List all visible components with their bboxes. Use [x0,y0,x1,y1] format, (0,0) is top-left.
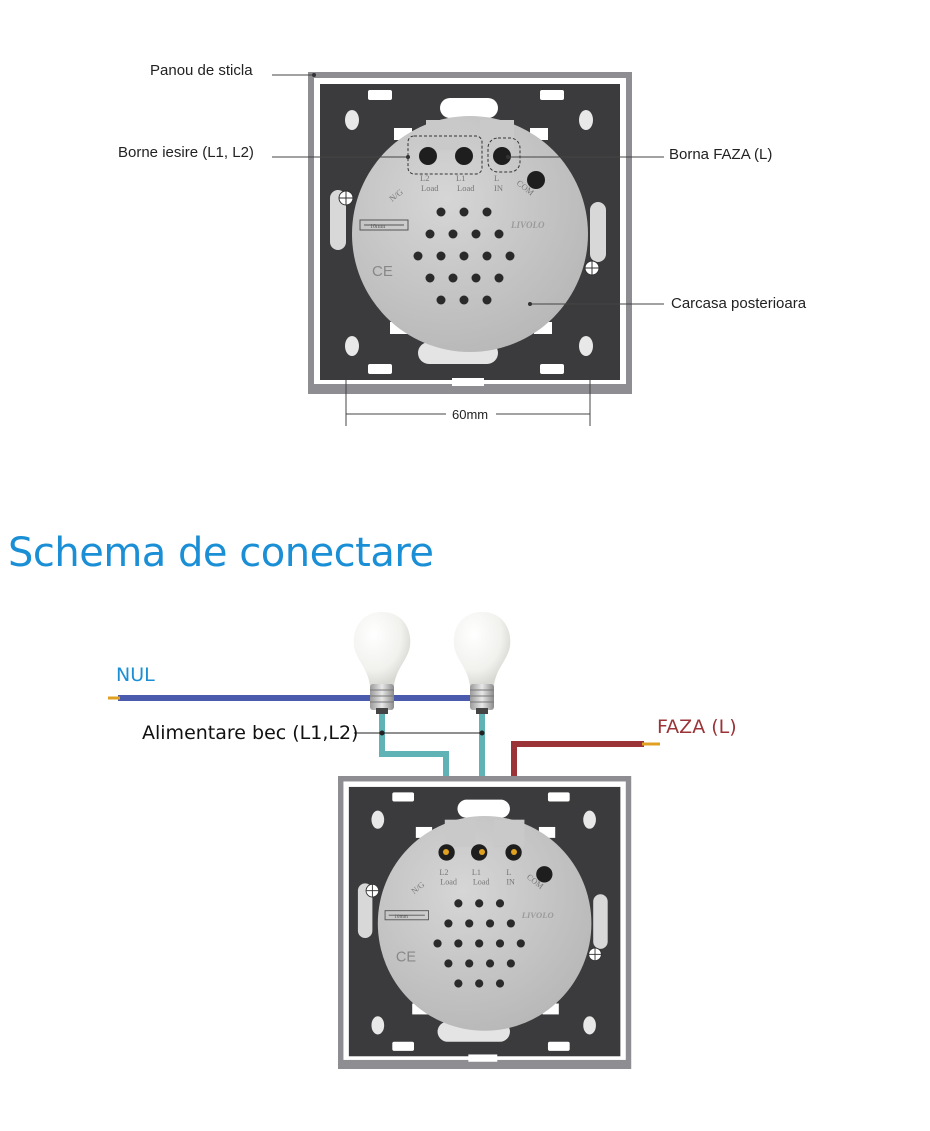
svg-text:LIVOLO: LIVOLO [521,910,554,920]
neutral-label: NUL [116,664,155,686]
svg-text:L1: L1 [456,173,465,183]
glass-panel-label: Panou de sticla [150,62,253,79]
svg-text:IN: IN [506,877,515,886]
svg-text:Load: Load [473,877,490,886]
svg-text:L2: L2 [439,868,448,877]
svg-text:IN: IN [494,183,503,193]
svg-text:Load: Load [421,183,439,193]
output-terminals-label: Borne iesire (L1, L2) [118,144,254,161]
svg-text:L1: L1 [472,868,481,877]
bulb-2 [453,612,511,714]
switch-back-top: L2 L1 L Load Load IN N/G COM LIVOLO CE 1… [307,71,633,395]
svg-text:L: L [494,173,499,183]
svg-text:Load: Load [457,183,475,193]
svg-text:LIVOLO: LIVOLO [510,220,545,230]
svg-text:CE: CE [396,950,416,966]
svg-text:10mm: 10mm [394,914,409,920]
svg-text:CE: CE [372,263,393,280]
switch-back-bottom: L2 L1 L Load Load IN N/G COM LIVOLO CE 1… [337,775,632,1070]
phase-label: FAZA (L) [657,716,737,738]
svg-text:L: L [506,868,511,877]
bulb-1 [353,612,411,714]
width-dimension-label: 60mm [452,407,489,422]
svg-text:10mm: 10mm [370,224,386,230]
svg-text:L2: L2 [420,173,429,183]
section-title: Schema de conectare [8,530,434,576]
svg-text:Load: Load [440,877,457,886]
back-housing-label: Carcasa posterioara [671,295,807,312]
phase-terminal-label: Borna FAZA (L) [669,146,773,163]
bulb-supply-label: Alimentare bec (L1,L2) [142,722,359,744]
callout-lines [272,74,664,426]
